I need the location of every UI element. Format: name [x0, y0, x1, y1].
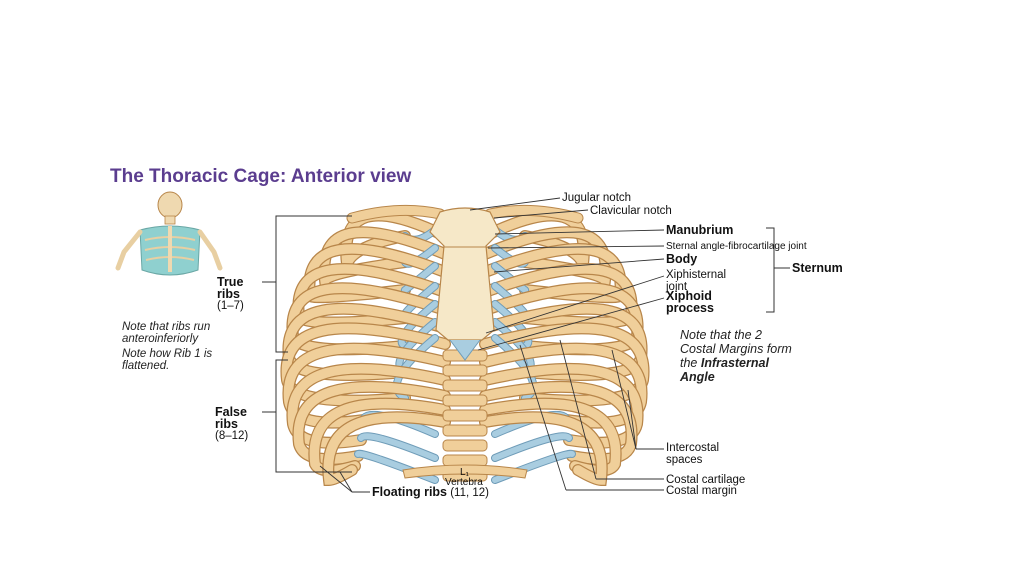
label-intercostal: Intercostal — [666, 442, 720, 454]
label-jugular-notch: Jugular notch — [562, 192, 632, 204]
label-costal-margin: Costal margin — [666, 485, 737, 497]
brackets — [262, 215, 790, 473]
costal-cartilage — [492, 433, 572, 461]
rib — [293, 382, 450, 464]
skeleton-thumbnail-icon — [115, 191, 223, 276]
vertebra-l1-processes — [402, 464, 528, 479]
rib-cage — [280, 209, 650, 487]
label-true-ribs-range: (1–7) — [217, 300, 244, 312]
label-sternal-angle: Sternal angle-fibrocartilage joint — [666, 241, 807, 252]
label-false-ribs: False — [215, 405, 247, 419]
rib — [480, 364, 643, 448]
note-left-4: flattened. — [122, 360, 170, 372]
note-right-3: the Infrasternal — [680, 356, 769, 371]
label-xiphisternal-joint: joint — [666, 281, 688, 293]
note-right-1: Note that the 2 — [680, 328, 763, 342]
rib — [323, 412, 450, 485]
vertebra-segment — [442, 439, 488, 452]
note-right-3-bold: Infrasternal — [700, 356, 769, 370]
sternum-bone — [429, 207, 501, 361]
clavicles — [346, 204, 584, 224]
rib — [480, 382, 637, 464]
page-title: The Thoracic Cage: Anterior view — [110, 166, 412, 187]
label-vertebra-l1: L₁ — [460, 467, 469, 478]
label-floating-ribs: Floating ribs (11, 12) — [372, 485, 489, 500]
label-true-ribs: True — [217, 275, 244, 289]
label-false-ribs-2: ribs — [215, 417, 238, 431]
note-left-1: Note that ribs run — [122, 321, 211, 333]
label-costal-cartilage: Costal cartilage — [666, 474, 746, 486]
costal-cartilage — [358, 433, 438, 461]
leader-lines — [319, 197, 665, 493]
label-manubrium: Manubrium — [666, 223, 734, 237]
label-clavicular-notch: Clavicular notch — [590, 205, 672, 217]
label-true-ribs-2: ribs — [217, 287, 240, 301]
note-right-3-text: the — [680, 356, 701, 370]
rib — [480, 412, 607, 485]
label-false-ribs-range: (8–12) — [215, 430, 249, 442]
vertebra-segment — [442, 379, 488, 392]
label-xiphoid: Xiphoid — [666, 289, 712, 303]
label-sternum: Sternum — [792, 261, 843, 275]
note-right-4: Angle — [680, 370, 715, 384]
note-left-2: anteroinferiorly — [122, 333, 199, 345]
label-floating-ribs-bold: Floating ribs — [372, 485, 447, 499]
label-xiphisternal: Xiphisternal — [666, 269, 727, 281]
label-vertebra: Vertebra — [445, 477, 483, 488]
label-floating-ribs-range: (11, 12) — [447, 487, 489, 499]
vertebra-segment — [442, 409, 488, 422]
vertebra-segment — [442, 394, 488, 407]
label-xiphoid-process: process — [666, 301, 714, 315]
label-intercostal-spaces: spaces — [666, 454, 703, 466]
vertebra-segment — [442, 424, 488, 437]
vertebra-segment — [442, 454, 488, 467]
vertebra-segment — [442, 364, 488, 377]
note-right-2: Costal Margins form — [680, 342, 792, 356]
rib — [287, 364, 450, 448]
label-body: Body — [666, 252, 698, 266]
note-left-3: Note how Rib 1 is — [122, 348, 213, 360]
